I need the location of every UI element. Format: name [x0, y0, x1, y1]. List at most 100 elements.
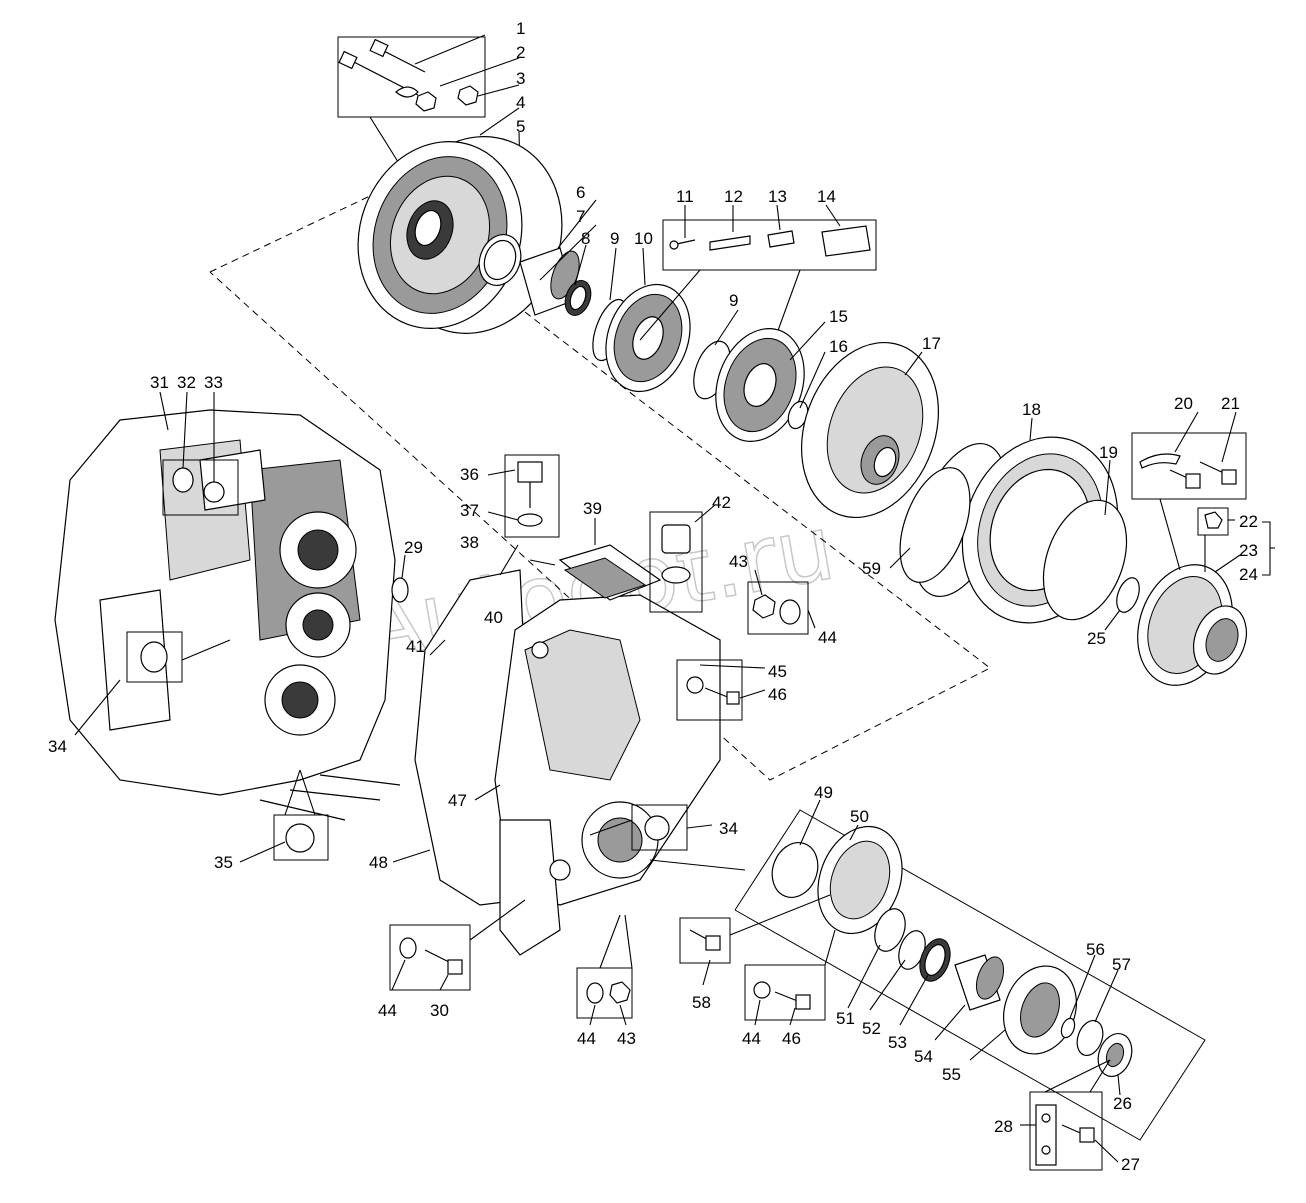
- label-43b: 43: [617, 1029, 636, 1048]
- label-9a: 9: [610, 229, 619, 248]
- label-44b: 44: [378, 1001, 397, 1020]
- label-7: 7: [576, 207, 585, 226]
- bolt-kit-30-44: [389, 899, 526, 991]
- label-14: 14: [817, 187, 836, 206]
- cover-plate-39: [558, 544, 662, 601]
- label-44c: 44: [577, 1029, 596, 1048]
- label-48: 48: [369, 853, 388, 872]
- seals-56-57: [1060, 1017, 1104, 1057]
- label-11: 11: [676, 187, 694, 206]
- label-32: 32: [177, 373, 196, 392]
- label-19: 19: [1099, 443, 1118, 462]
- label-39: 39: [583, 499, 602, 518]
- label-29: 29: [404, 538, 423, 557]
- bell-housing-47: [494, 594, 721, 956]
- label-27: 27: [1121, 1155, 1140, 1174]
- label-47: 47: [448, 791, 467, 810]
- studs: [259, 774, 401, 821]
- gear-54: [954, 954, 1005, 1011]
- label-35: 35: [214, 853, 233, 872]
- label-25: 25: [1087, 629, 1106, 648]
- seal-callout-32: [162, 459, 239, 516]
- label-34a: 34: [48, 737, 67, 756]
- label-46a: 46: [768, 685, 787, 704]
- label-46b: 46: [782, 1029, 801, 1048]
- stator-wheel-10: [605, 283, 691, 393]
- label-58: 58: [692, 993, 711, 1012]
- seal-ring-6: [478, 234, 522, 286]
- bolt-kit-45-46: [676, 659, 743, 721]
- label-21: 21: [1221, 394, 1240, 413]
- label-17: 17: [922, 334, 941, 353]
- pin-kit-11-14: [662, 219, 877, 271]
- label-1: 1: [516, 19, 525, 38]
- label-57: 57: [1112, 955, 1131, 974]
- label-56: 56: [1086, 940, 1105, 959]
- breather-kit-22: [1197, 507, 1229, 536]
- label-51: 51: [836, 1009, 855, 1028]
- o-ring-callout-34a: [126, 631, 231, 683]
- rings-51-53: [874, 908, 951, 982]
- assembly-bracket: [734, 809, 1206, 1141]
- label-23: 23: [1239, 541, 1258, 560]
- label-20: 20: [1174, 394, 1193, 413]
- label-28: 28: [994, 1117, 1013, 1136]
- plate-bolt-kit-27-28: [1029, 1059, 1111, 1171]
- label-15: 15: [829, 307, 848, 326]
- seal-29: [391, 577, 409, 603]
- label-31: 31: [150, 373, 169, 392]
- nut-kit-43-44: [576, 914, 633, 1019]
- nut-washer-43-44: [747, 581, 809, 635]
- label-41: 41: [406, 637, 425, 656]
- seal-ring-25: [1116, 577, 1140, 613]
- label-16: 16: [829, 337, 848, 356]
- label-22: 22: [1239, 512, 1258, 531]
- label-10: 10: [634, 229, 653, 248]
- bearing-cover-50: [817, 825, 903, 935]
- label-8: 8: [581, 229, 590, 248]
- bearing-ring-8: [564, 280, 592, 316]
- label-49: 49: [814, 783, 833, 802]
- label-40: 40: [484, 608, 503, 627]
- label-13: 13: [768, 187, 787, 206]
- bolt-washer-36-37: [504, 454, 560, 538]
- label-24: 24: [1239, 565, 1258, 584]
- transmission-housing: [54, 409, 396, 796]
- label-34b: 34: [719, 819, 738, 838]
- label-6: 6: [576, 183, 585, 202]
- label-2: 2: [516, 43, 525, 62]
- bolt-kit-44-46: [744, 929, 836, 1021]
- label-55: 55: [942, 1065, 961, 1084]
- label-9b: 9: [729, 291, 738, 310]
- label-36: 36: [460, 465, 479, 484]
- turbine-15: [715, 328, 805, 442]
- label-3: 3: [516, 69, 525, 88]
- hub-55: [1003, 965, 1077, 1055]
- flange-ring-59: [899, 467, 971, 583]
- bolt-kit-58: [679, 894, 831, 964]
- output-flange-23: [1137, 564, 1247, 686]
- label-50: 50: [850, 807, 869, 826]
- bolt-kit-1-3: [337, 36, 486, 118]
- label-4: 4: [516, 93, 525, 112]
- label-26: 26: [1113, 1094, 1132, 1113]
- impeller-cover: [357, 136, 563, 334]
- bolt-kit-20-21: [1131, 432, 1247, 500]
- label-18: 18: [1022, 400, 1041, 419]
- label-44d: 44: [742, 1029, 761, 1048]
- label-12: 12: [724, 187, 743, 206]
- label-5: 5: [516, 117, 525, 136]
- label-33: 33: [204, 373, 223, 392]
- label-52: 52: [862, 1019, 881, 1038]
- label-38: 38: [460, 533, 479, 552]
- plug-42: [649, 511, 703, 613]
- label-30: 30: [430, 1001, 449, 1020]
- label-42: 42: [712, 493, 731, 512]
- pump-wheel-17: [801, 341, 939, 519]
- label-59: 59: [862, 559, 881, 578]
- label-45: 45: [768, 662, 787, 681]
- label-54: 54: [914, 1047, 933, 1066]
- label-43a: 43: [729, 552, 748, 571]
- o-ring-49: [771, 842, 819, 898]
